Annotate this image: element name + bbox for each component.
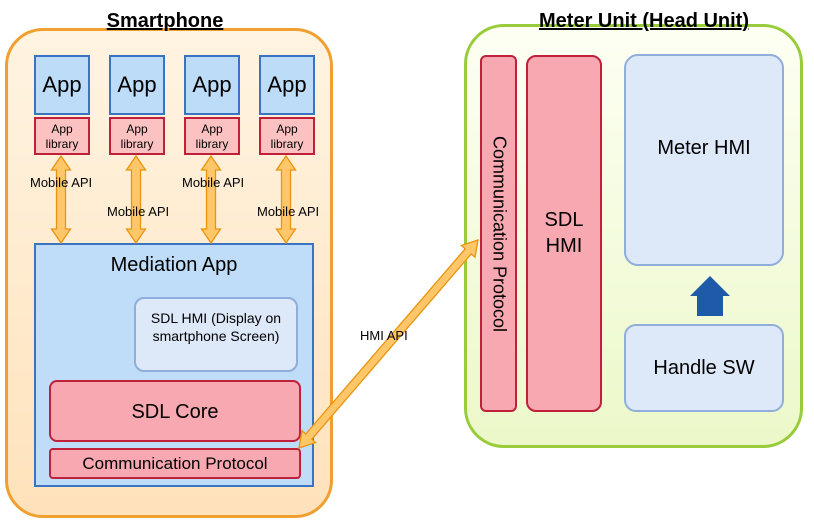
hmi-api-arrow (298, 239, 479, 449)
app-box-3: App (184, 55, 240, 115)
mobile-api-label-1: Mobile API (30, 175, 93, 190)
up-arrow-icon (690, 276, 730, 316)
app-library-2: App library (109, 117, 165, 155)
mobile-api-label-4: Mobile API (257, 204, 320, 219)
mobile-api-label-2: Mobile API (107, 204, 170, 219)
mobile-api-arrow-3 (200, 154, 222, 245)
app-library-3: App library (184, 117, 240, 155)
app-box-4: App (259, 55, 315, 115)
app-label-1: App (42, 72, 82, 97)
app-label-3: App (192, 72, 232, 97)
sdl-hmi-phone-box: SDL HMI (Display on smartphone Screen) (134, 297, 298, 372)
mobile-api-arrow-1 (50, 154, 72, 245)
hmi-api-label: HMI API (360, 328, 408, 343)
handle-sw-box: Handle SW (624, 324, 784, 412)
meter-hmi-box: Meter HMI (624, 54, 784, 266)
app-library-1: App library (34, 117, 90, 155)
app-box-2: App (109, 55, 165, 115)
mediation-app-title: Mediation App (110, 254, 238, 276)
app-label-4: App (267, 72, 307, 97)
meter-unit-title: Meter Unit (Head Unit) (539, 10, 749, 32)
communication-protocol-meter: Communication Protocol (480, 55, 517, 412)
sdl-hmi-meter-box: SDL HMI (526, 55, 602, 412)
mobile-api-arrow-4 (275, 154, 297, 245)
app-box-1: App (34, 55, 90, 115)
app-label-2: App (117, 72, 157, 97)
mobile-api-label-3: Mobile API (182, 175, 245, 190)
hmi-api-double-arrow (298, 239, 479, 449)
mobile-api-arrows (50, 154, 297, 245)
app-library-4: App library (259, 117, 315, 155)
sdl-core-box: SDL Core (49, 380, 301, 442)
smartphone-title: Smartphone (106, 10, 224, 32)
communication-protocol-phone: Communication Protocol (49, 448, 301, 479)
mobile-api-arrow-2 (125, 154, 147, 245)
